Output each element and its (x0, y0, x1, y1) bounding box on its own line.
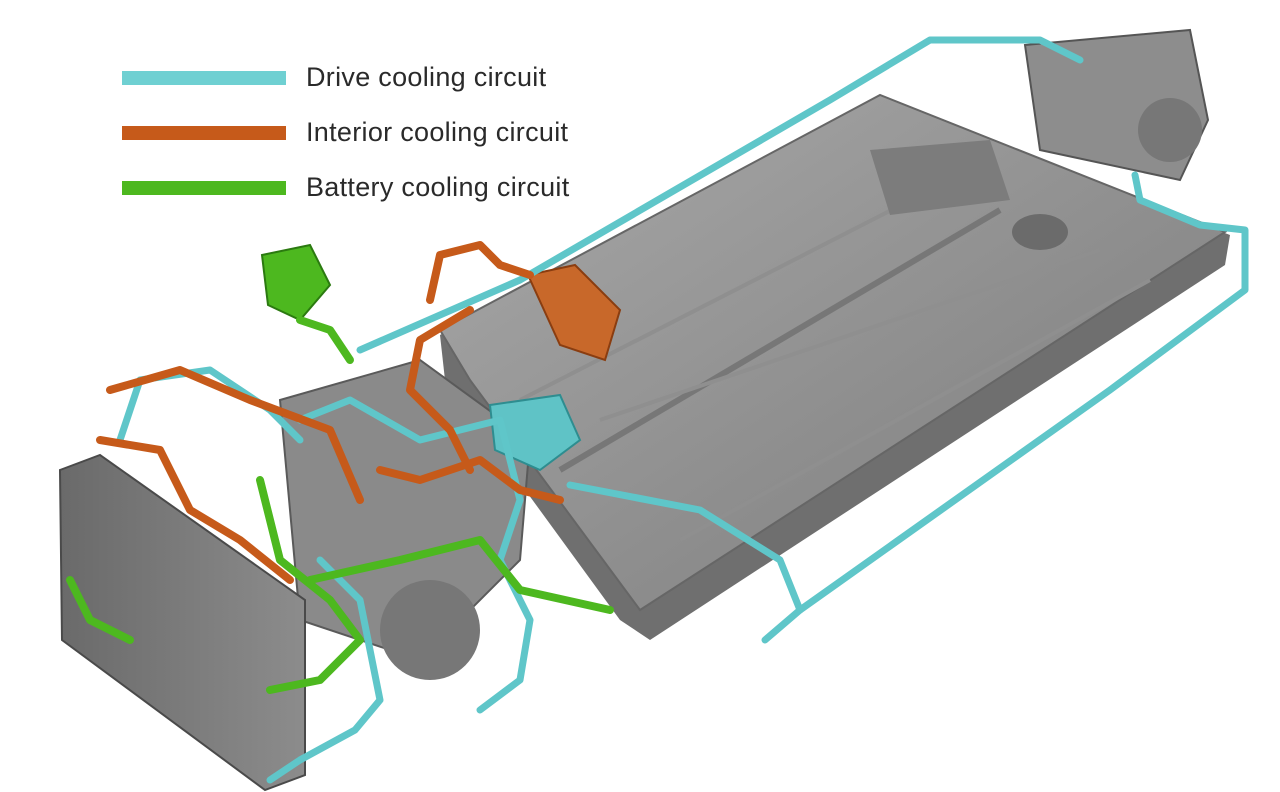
drive-swatch (122, 70, 286, 85)
rear-drive-unit (1023, 28, 1210, 182)
interior-swatch (122, 125, 286, 140)
legend-item-drive: Drive cooling circuit (122, 50, 570, 105)
legend-label: Interior cooling circuit (306, 117, 569, 147)
heater-core (526, 263, 622, 362)
legend-label: Battery cooling circuit (306, 172, 570, 202)
radiator (58, 453, 306, 792)
drive-cooling-pipes (116, 36, 1249, 784)
legend-item-interior: Interior cooling circuit (122, 105, 570, 160)
coolant-reservoir (260, 243, 332, 322)
legend: Drive cooling circuit Interior cooling c… (122, 50, 570, 215)
legend-item-battery: Battery cooling circuit (122, 160, 570, 215)
battery-pack (438, 93, 1230, 640)
battery-swatch (122, 180, 286, 195)
battery-cooling-pipes (66, 316, 614, 694)
drive-coolant-pump (488, 393, 582, 472)
legend-label: Drive cooling circuit (306, 62, 547, 92)
interior-cooling-pipes (96, 241, 564, 584)
